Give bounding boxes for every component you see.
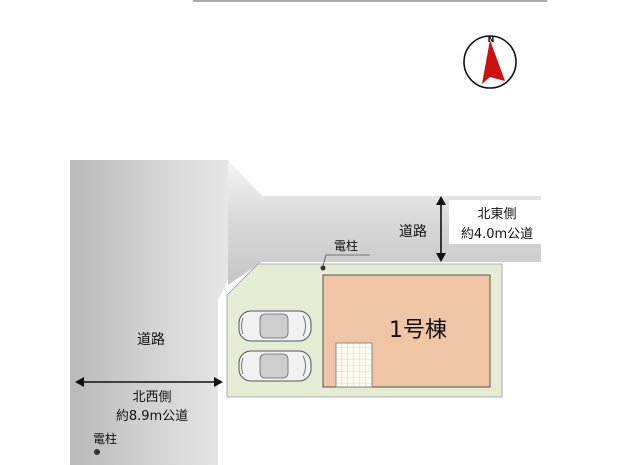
road-northeast-label: 道路 [399,224,427,240]
car-icon [238,310,312,342]
road-northeast-width: 約4.0m公道 [461,227,533,242]
utility-pole-top: 電柱 [320,238,370,271]
utility-pole-bottom: 電柱 [93,431,117,455]
road-northwest-label: 道路 [137,332,165,348]
road-northwest-width: 約8.9m公道 [116,409,188,424]
road-northeast [228,160,541,285]
utility-pole-top-label: 電柱 [334,238,358,253]
north-arrow-icon: N [463,35,517,89]
road-northwest-width-arrow [75,377,223,387]
entrance-tiles [335,342,373,388]
road-northeast-width-arrow [436,196,446,262]
car-icon [238,350,312,382]
compass-letter: N [488,35,495,44]
utility-pole-bottom-label: 電柱 [93,431,117,446]
road-northwest-side: 北西側 [132,390,171,405]
road-northwest [70,160,228,465]
road-northeast-side: 北東側 [477,206,516,222]
building-label: 1号棟 [389,318,447,343]
